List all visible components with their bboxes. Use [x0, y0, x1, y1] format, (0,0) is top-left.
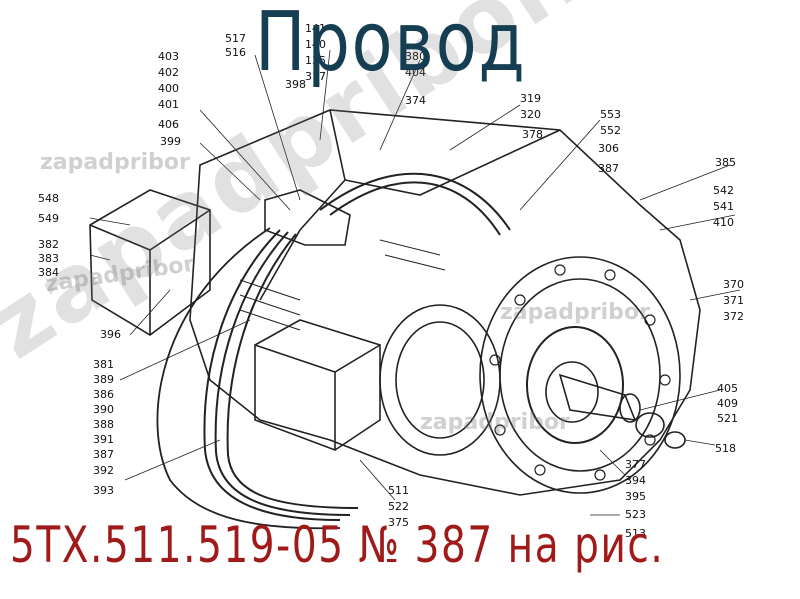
- callout-label: 522: [388, 500, 409, 513]
- callout-label: 383: [38, 252, 59, 265]
- callouts-right-a: 385 542 541 410: [713, 156, 736, 229]
- callout-label: 387: [598, 162, 619, 175]
- callout-label: 548: [38, 192, 59, 205]
- callouts-top-left: 403 402 400 401 406 399: [158, 50, 181, 148]
- callouts-right-c: 405 409 521 518: [715, 382, 738, 455]
- callout-label: 396: [100, 328, 121, 341]
- callout-label: 399: [160, 135, 181, 148]
- callout-label: 523: [625, 508, 646, 521]
- callout-label: 517: [225, 32, 246, 45]
- callout-label: 511: [388, 484, 409, 497]
- callout-label: 377: [625, 458, 646, 471]
- callout-label: 386: [93, 388, 114, 401]
- callout-label: 389: [93, 373, 114, 386]
- callout-label: 513: [625, 527, 646, 540]
- callout-label: 306: [598, 142, 619, 155]
- callout-label: 375: [388, 516, 409, 529]
- callout-label: 384: [38, 266, 59, 279]
- callout-label: 541: [713, 200, 734, 213]
- callouts-left-a: 548 549: [38, 192, 59, 225]
- callout-label: 381: [93, 358, 114, 371]
- callout-label: 553: [600, 108, 621, 121]
- callout-label: 405: [717, 382, 738, 395]
- callouts-bottom-mid: 511 522 375: [388, 484, 409, 529]
- watermark-small: zapadpribor: [420, 410, 570, 435]
- page-title: Провод: [255, 0, 527, 90]
- callout-label: 542: [713, 184, 734, 197]
- callout-label: 402: [158, 66, 179, 79]
- callout-label: 391: [93, 433, 114, 446]
- junction-box-left: [89, 189, 211, 336]
- watermark-small: zapadpribor: [500, 300, 650, 325]
- callout-label: 372: [723, 310, 744, 323]
- callouts-left-d: 381 389 386 390 388 391 387 392 393: [93, 358, 114, 497]
- callouts-mid-right: 553 552 306 387: [598, 108, 621, 175]
- callouts-bottom-right: 377 394 395 523 513: [625, 458, 646, 540]
- callout-label: 400: [158, 82, 179, 95]
- callout-label: 404: [405, 66, 426, 79]
- callout-label: 388: [93, 418, 114, 431]
- callout-label: 518: [715, 442, 736, 455]
- watermark-small: zapadpribor: [40, 150, 190, 175]
- callout-label: 374: [405, 94, 426, 107]
- callout-label: 403: [158, 50, 179, 63]
- callout-label: 378: [522, 128, 543, 141]
- callout-label: 395: [625, 490, 646, 503]
- callout-label: 135: [305, 54, 326, 67]
- callout-label: 370: [723, 278, 744, 291]
- callout-label: 319: [520, 92, 541, 105]
- callout-label: 140: [305, 38, 326, 51]
- callout-label: 552: [600, 124, 621, 137]
- callout-label: 371: [723, 294, 744, 307]
- junction-box-lower: [254, 319, 381, 451]
- callout-label: 317: [305, 70, 326, 83]
- front-flange: [479, 256, 681, 494]
- callout-label: 393: [93, 484, 114, 497]
- callouts-right-b: 370 371 372: [723, 278, 744, 323]
- callout-label: 549: [38, 212, 59, 225]
- callout-label: 401: [158, 98, 179, 111]
- callouts-top-c: 380 404 374: [405, 50, 426, 107]
- part-caption: 5ТХ.511.519-05 № 387 на рис.: [10, 516, 665, 574]
- callout-label: 320: [520, 108, 541, 121]
- callout-label: 390: [93, 403, 114, 416]
- callouts-top-right: 319 320 378: [520, 92, 543, 141]
- shaft-nut: [635, 412, 665, 438]
- callout-label: 409: [717, 397, 738, 410]
- callout-label: 387: [93, 448, 114, 461]
- callout-label: 521: [717, 412, 738, 425]
- callout-label: 141: [305, 22, 326, 35]
- callout-label: 385: [715, 156, 736, 169]
- callout-label: 380: [405, 50, 426, 63]
- callout-label: 398: [285, 78, 306, 91]
- callout-label: 392: [93, 464, 114, 477]
- housing-body: [189, 109, 701, 496]
- callout-label: 382: [38, 238, 59, 251]
- callouts-left-c: 396: [100, 328, 121, 341]
- callout-label: 394: [625, 474, 646, 487]
- callout-label: 410: [713, 216, 734, 229]
- callout-label: 516: [225, 46, 246, 59]
- top-bracket: [264, 189, 351, 246]
- callout-label: 406: [158, 118, 179, 131]
